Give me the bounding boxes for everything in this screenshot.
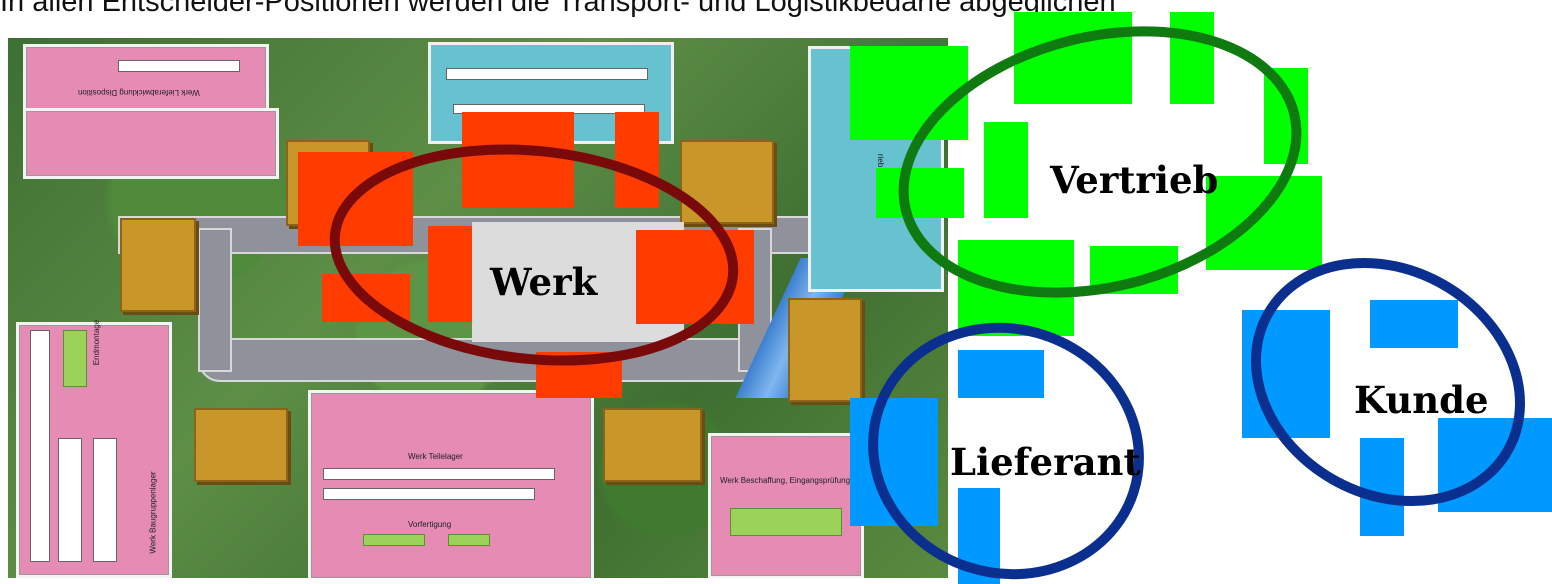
label-vorfertigung: Vorfertigung xyxy=(408,520,452,529)
lieferant-box xyxy=(958,350,1044,398)
road-loop-lower xyxy=(198,338,762,382)
green-storage xyxy=(63,330,87,387)
post-stamp-tile xyxy=(788,298,862,402)
shelf xyxy=(446,68,648,80)
label-vertrieb-building: rieb xyxy=(876,153,886,168)
lieferant-box xyxy=(958,488,1000,584)
kunde-box xyxy=(1438,418,1552,512)
slide-header: In allen Entscheider-Positionen werden d… xyxy=(0,0,1116,18)
werk-box xyxy=(322,274,410,322)
kunde-label: Kunde xyxy=(1354,378,1489,422)
shelf xyxy=(93,438,117,562)
kunde-box xyxy=(1242,310,1330,438)
werk-box xyxy=(636,230,754,324)
vertrieb-box xyxy=(984,122,1028,218)
shelf xyxy=(30,330,50,562)
werk-box xyxy=(536,352,622,398)
green-storage xyxy=(730,508,842,536)
vertrieb-box xyxy=(876,168,964,218)
vertrieb-box xyxy=(850,46,968,140)
label-beschaffung: Werk Beschaffung, Eingangsprüfung xyxy=(720,476,851,485)
shelf xyxy=(58,438,82,562)
shelf xyxy=(118,60,240,72)
lieferant-box xyxy=(850,398,938,526)
label-teilelager: Werk Teilelager xyxy=(408,452,463,461)
werk-box xyxy=(428,226,472,322)
post-stamp-tile xyxy=(194,408,288,482)
vertrieb-box xyxy=(958,240,1074,336)
label-endmontage: Endmontage xyxy=(92,319,102,366)
werk-box xyxy=(615,112,659,208)
post-stamp-tile xyxy=(120,218,196,312)
kunde-box xyxy=(1370,300,1458,348)
building-teilelager xyxy=(308,390,594,578)
werk-box xyxy=(462,112,574,208)
building-beschaffung xyxy=(708,433,864,578)
building-disposition xyxy=(23,108,279,179)
werk-box xyxy=(298,152,413,246)
vertrieb-box xyxy=(1170,12,1214,104)
label-lieferabwicklung: Werk Lieferabwicklung Disposition xyxy=(78,88,200,97)
post-stamp-tile xyxy=(680,140,774,224)
post-stamp-tile xyxy=(603,408,702,482)
vertrieb-box xyxy=(1090,246,1178,294)
werk-label: Werk xyxy=(490,260,598,304)
vertrieb-box xyxy=(1014,12,1132,104)
vertrieb-box xyxy=(1264,68,1308,164)
vertrieb-box xyxy=(1206,176,1322,270)
road-left-vertical xyxy=(198,228,232,372)
lieferant-label: Lieferant xyxy=(950,440,1141,484)
green-storage xyxy=(448,534,490,546)
kunde-box xyxy=(1360,438,1404,536)
vertrieb-label: Vertrieb xyxy=(1050,158,1219,202)
shelf xyxy=(323,468,555,480)
green-storage xyxy=(363,534,425,546)
shelf xyxy=(323,488,535,500)
label-baugruppenlager: Werk Baugruppenlager xyxy=(148,471,158,554)
